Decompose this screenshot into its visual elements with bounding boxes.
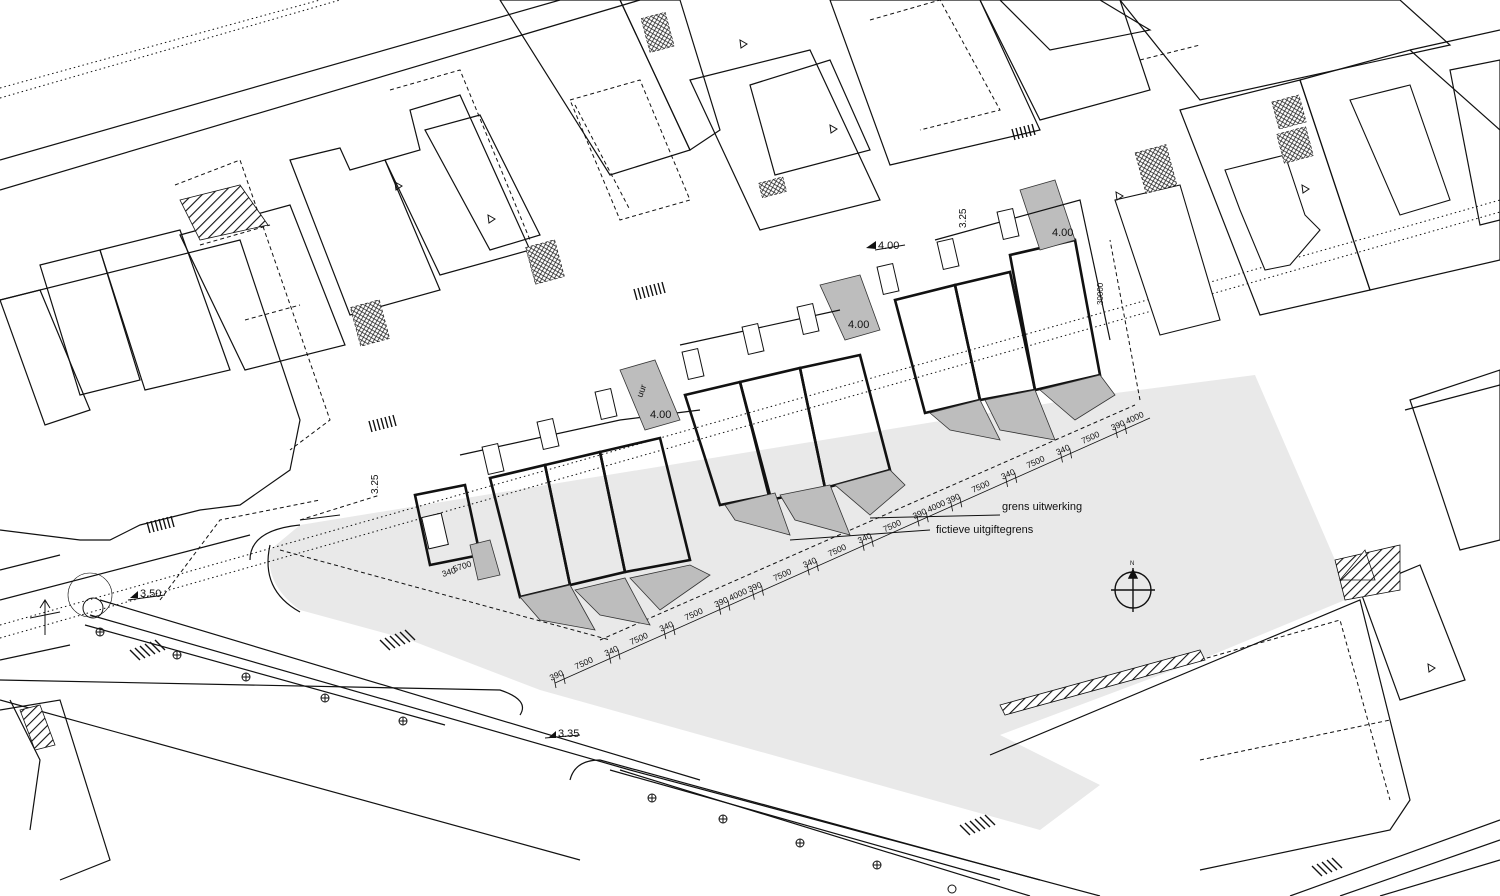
level-400-street: 4.00 — [878, 240, 899, 252]
dimension-tick — [562, 673, 566, 685]
dimension-tick — [1115, 427, 1118, 439]
dimension-tick — [727, 600, 731, 611]
dimension-tick — [751, 589, 755, 600]
housing-rows — [413, 179, 1116, 631]
dimension-tick — [1005, 476, 1008, 487]
depth-dimension: 30000 — [1096, 282, 1105, 305]
dimension-tick — [608, 653, 612, 664]
upper-blocks — [0, 0, 1500, 541]
level-335: 3.35 — [558, 728, 579, 740]
dimension-tick — [672, 624, 676, 636]
dimension-tick — [861, 540, 865, 551]
dimension-tick — [1060, 452, 1063, 463]
dim-small-1: 340 — [441, 565, 458, 579]
dimension-tick — [553, 677, 557, 689]
north-arrow — [1111, 568, 1155, 612]
level-325-left: 3.25 — [370, 474, 381, 494]
dimension-tick — [870, 536, 874, 547]
dimension-tick — [959, 497, 963, 508]
dimension-tick — [916, 516, 920, 527]
level-350: 3.50 — [140, 588, 161, 600]
parking-marks — [129, 123, 1343, 877]
dimension-tick — [806, 565, 810, 576]
level-400-row1: 4.00 — [650, 409, 671, 421]
lower-blocks — [0, 369, 1500, 881]
lot-lines — [159, 0, 1391, 801]
hatched-areas — [19, 11, 1401, 751]
dimension-tick — [816, 561, 819, 572]
dimension-tick — [617, 649, 621, 660]
dimension-tick — [718, 604, 722, 615]
dimension-tick — [950, 501, 954, 512]
annotation-leaders — [127, 244, 1001, 739]
level-325-right: 3.25 — [958, 208, 969, 228]
dimension-line — [554, 417, 1151, 684]
dimension-tick — [1014, 472, 1018, 483]
dimension-tick — [663, 628, 667, 640]
label-uur: uur — [634, 383, 648, 399]
cars — [421, 207, 1020, 550]
dimension-tick — [1124, 423, 1127, 434]
dimension-tick — [925, 512, 929, 523]
level-markers: 4.00 3.50 3.35 4.00 4.00 4.00 3.25 3.25 … — [130, 208, 1105, 740]
label-grens-uitwerking: grens uitwerking — [1002, 501, 1082, 513]
dimension-tick — [761, 585, 764, 596]
dimension-tick — [1069, 448, 1073, 459]
north-label: N — [1130, 561, 1134, 567]
label-fictieve-uitgiftegrens: fictieve uitgiftegrens — [936, 524, 1034, 536]
level-400-row2: 4.00 — [848, 319, 869, 331]
development-zone — [269, 375, 1345, 830]
level-400-row3: 4.00 — [1052, 227, 1073, 239]
symbols — [29, 39, 1436, 894]
